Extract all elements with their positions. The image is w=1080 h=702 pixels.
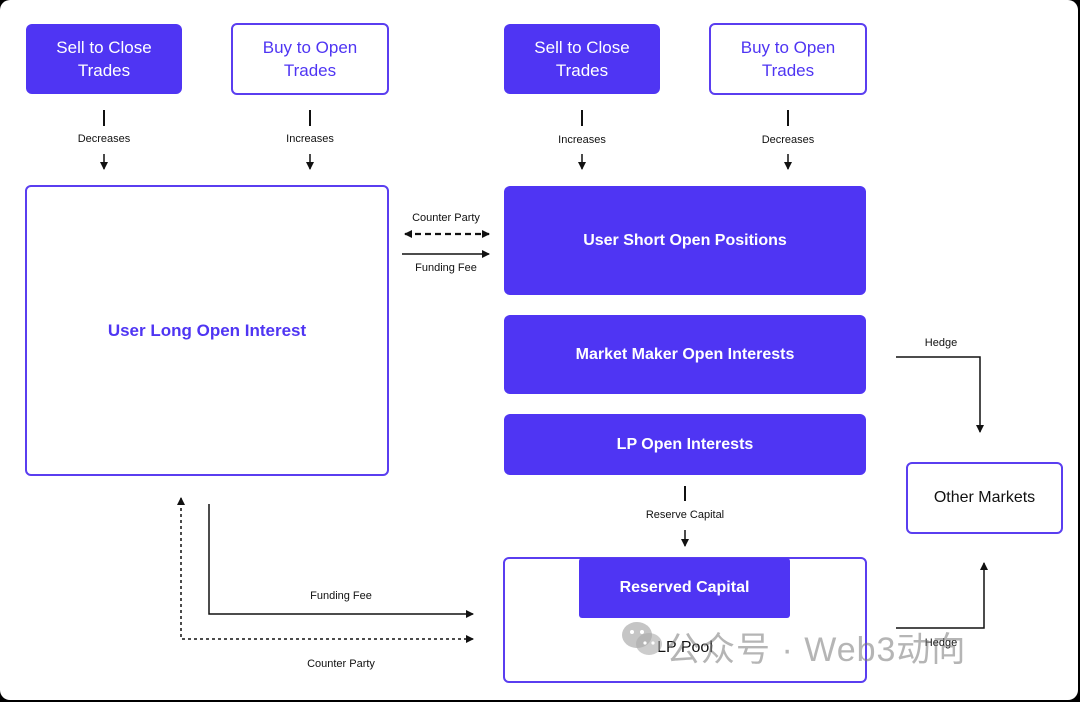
user-short-open-positions-label: User Short Open Positions: [583, 231, 787, 249]
reserved-capital-box: Reserved Capital: [579, 558, 790, 618]
bottom-counter-party-label: Counter Party: [307, 658, 375, 670]
funding-fee-label: Funding Fee: [415, 262, 477, 274]
right-increases-label: Increases: [558, 134, 606, 146]
hedge-bottom-arrow: [896, 562, 988, 629]
hedge-top-arrow: [896, 356, 984, 433]
left-increases-label: Increases: [286, 133, 334, 145]
bottom-funding-fee-label: Funding Fee: [310, 590, 372, 602]
left-sell-to-close-box: Sell to Close Trades: [26, 24, 182, 94]
watermark-text: 公众号 · Web3动向: [666, 631, 967, 669]
lp-open-interests-label: LP Open Interests: [616, 435, 754, 453]
user-long-open-interest-box: User Long Open Interest: [25, 185, 389, 476]
market-maker-open-interests-label: Market Maker Open Interests: [575, 345, 795, 363]
other-markets-box: Other Markets: [906, 462, 1063, 534]
hedge-bottom-label: Hedge: [924, 637, 958, 649]
reserve-capital-label: Reserve Capital: [645, 509, 725, 521]
right-buy-to-open-box: Buy to Open Trades: [709, 23, 867, 95]
wechat-icon: [622, 622, 662, 655]
market-maker-open-interests-box: Market Maker Open Interests: [504, 315, 866, 394]
left-buy-to-open-label: Buy to Open Trades: [262, 38, 358, 80]
right-sell-to-close-label: Sell to Close Trades: [534, 38, 630, 80]
right-sell-to-close-box: Sell to Close Trades: [504, 24, 660, 94]
lp-open-interests-box: LP Open Interests: [504, 414, 866, 475]
right-buy-to-open-label: Buy to Open Trades: [740, 38, 836, 80]
left-buy-to-open-box: Buy to Open Trades: [231, 23, 389, 95]
left-decreases-label: Decreases: [77, 133, 131, 145]
lp-pool-label: LP Pool: [657, 639, 713, 656]
counter-party-label: Counter Party: [412, 212, 480, 224]
reserved-capital-label: Reserved Capital: [619, 579, 750, 596]
left-sell-to-close-label: Sell to Close Trades: [56, 38, 152, 80]
bottom-counter-party-arrow: [177, 497, 474, 643]
user-short-open-positions-box: User Short Open Positions: [504, 186, 866, 295]
watermark: 公众号 · Web3动向: [620, 622, 966, 671]
right-decreases-label: Decreases: [761, 134, 815, 146]
other-markets-label: Other Markets: [933, 489, 1036, 506]
user-long-open-interest-label: User Long Open Interest: [107, 320, 307, 340]
hedge-top-label: Hedge: [924, 337, 958, 349]
